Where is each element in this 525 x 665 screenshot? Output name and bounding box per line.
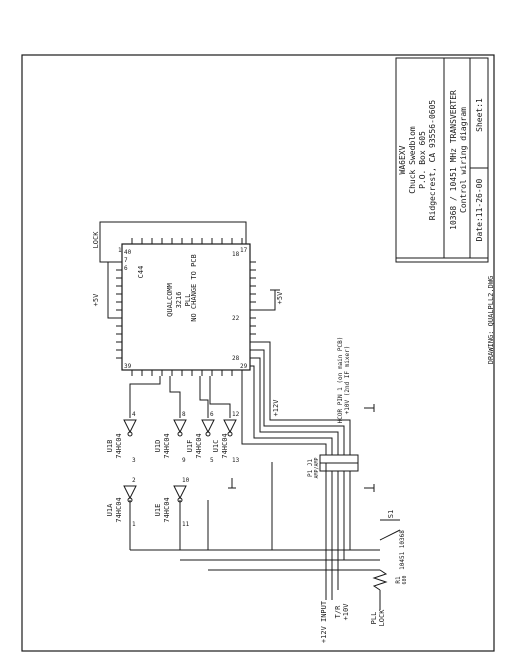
gate-pin: 1 (132, 521, 136, 528)
gate-pin: 8 (182, 411, 186, 418)
s1-note: 10451 10368 (399, 530, 406, 570)
gate-pin: 4 (132, 411, 136, 418)
po-box: P.O. Box 605 (418, 131, 427, 189)
gate-part: 74HC04 (195, 433, 203, 458)
gate-pin: 10 (182, 477, 190, 484)
gate-part: 74HC04 (115, 433, 123, 458)
gate-ref: U1D (154, 440, 162, 453)
pin-label: 40 (124, 249, 132, 256)
pin-label: 17 (240, 247, 248, 254)
pin-label: 22 (232, 315, 240, 322)
pin-label: 18 (232, 251, 240, 258)
pin-label: 6 (124, 265, 128, 272)
gate-pin: 9 (182, 457, 186, 464)
c44-label: C44 (137, 266, 145, 279)
title-block (395, 57, 489, 263)
gate-ref: U1C (212, 440, 220, 453)
pin-label: 29 (240, 363, 248, 370)
pll-func: PLL (184, 294, 192, 307)
pin-label: 28 (232, 355, 240, 362)
plus5v-left-label: +5V (92, 293, 100, 306)
r1-label: R1 (395, 576, 402, 584)
city: Ridgecrest, CA 93556-0605 (428, 100, 437, 221)
lock-label: LOCK (92, 231, 100, 249)
gate-ref: U1E (154, 504, 162, 517)
callsign: WA6EXV (398, 145, 407, 174)
gate-pin: 5 (210, 457, 214, 464)
gate-pin: 2 (132, 477, 136, 484)
pin-label: 1 (118, 247, 122, 254)
date-field: Date:11-26-00 (475, 179, 484, 242)
plus12v-label: +12V (272, 399, 280, 417)
pll-lock-label-2: LOCK (378, 609, 386, 627)
plus5v-right-label: +5V (276, 291, 284, 304)
gate-pin: 11 (182, 521, 190, 528)
pll-note: NO CHANGE TO PCB (190, 254, 198, 321)
wiring (99, 221, 401, 610)
designer-name: Chuck Swedblom (408, 126, 417, 194)
gate-ref: U1F (186, 440, 194, 453)
gate-pin: 12 (232, 411, 240, 418)
r1-value: 680 (402, 575, 408, 584)
gate-pin: 6 (210, 411, 214, 418)
drawing-frame (21, 54, 495, 652)
gate-part: 74HC04 (163, 497, 171, 522)
connector-label: P1 J1 (307, 459, 314, 477)
hcor-note: HCOR PIN 1 (on main PCB) (337, 337, 344, 424)
connector-type: AMP/AMP (314, 457, 320, 478)
gate-part: 74HC04 (221, 433, 229, 458)
drawing-name: DRAWING: QUALPLL2.DWG (487, 276, 495, 365)
gate-ref: U1A (106, 503, 114, 516)
gate-part: 74HC04 (163, 433, 171, 458)
pll-part: 3216 (175, 292, 183, 309)
pin-label: 39 (124, 363, 132, 370)
title-text: WA6EXV Chuck Swedblom P.O. Box 605 Ridge… (398, 90, 468, 230)
s1-label: S1 (387, 510, 395, 518)
pll-lock-label: PLL (370, 612, 378, 625)
gate-pin: 3 (132, 457, 136, 464)
gate-ref: U1B (106, 440, 114, 453)
plus12v-input-label: +12V INPUT (320, 600, 328, 643)
diagram-title: Control wiring diagram (459, 107, 468, 213)
plus10v-label: +10V (342, 603, 350, 621)
pll-label: QUALCOMM 3216 PLL (166, 283, 192, 317)
inverter-gates (123, 419, 237, 503)
pin-label: 7 (124, 257, 128, 264)
plus10v-note: +10V (2nd IF mixer) (344, 346, 351, 415)
pll-maker: QUALCOMM (166, 283, 174, 317)
project-title: 10368 / 10451 MHz TRANSVERTER (449, 90, 458, 230)
tr-label: T/R (334, 605, 342, 618)
gate-pin: 13 (232, 457, 240, 464)
pll-module (116, 238, 256, 376)
gate-part: 74HC04 (115, 497, 123, 522)
sheet-field: Sheet:1 (475, 98, 484, 132)
